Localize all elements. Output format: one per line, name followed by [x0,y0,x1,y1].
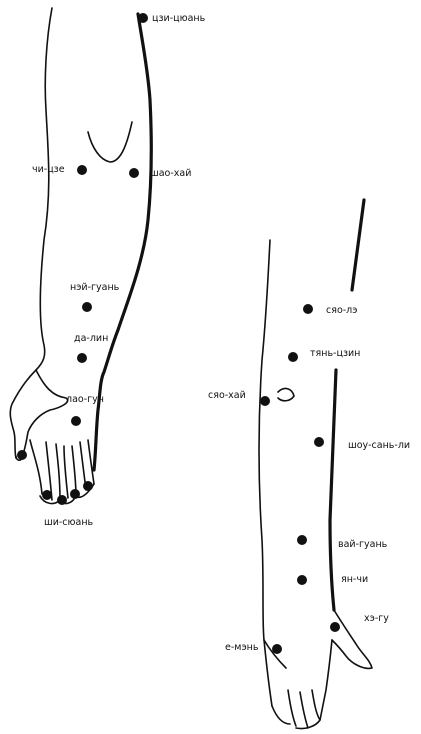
point-e-men [272,644,282,654]
left-arm-finger-1 [29,439,43,495]
point-nei-guan [82,302,92,312]
point-shou-san-li [314,437,324,447]
point-shi-syuan-3 [57,495,67,505]
right-arm-hand [263,639,333,721]
label-shao-hai: шао-хай [150,168,191,179]
label-nei-guan: нэй-гуань [70,282,120,293]
right-arm-fingers [271,689,321,730]
right-arm-right-contour-upper [350,198,366,292]
right-arm-thumb [331,609,373,670]
left-arm-inner-contour [92,12,153,472]
label-da-lin: да-лин [74,333,108,344]
point-czi-cyuan [138,13,148,23]
label-tyan-czin: тянь-цзин [310,348,360,359]
point-syao-le [303,304,313,314]
point-chi-cze [77,165,87,175]
label-chi-cze: чи-цзе [32,164,65,175]
point-shi-syuan-4 [70,489,80,499]
label-e-men: е-мэнь [225,642,259,653]
label-lao-gun: лао-гун [66,394,104,405]
right-arm-left-contour [258,239,273,707]
label-vai-guan: вай-гуань [338,539,388,550]
points-shi-syuan [17,450,93,505]
label-shou-san-li: шоу-сань-ли [348,440,410,451]
right-arm-right-contour-lower [328,368,338,612]
left-arm [9,7,153,505]
label-syao-hai: сяо-хай [208,390,246,401]
label-syao-le: сяо-лэ [326,305,357,316]
left-arm-elbow-crease [87,121,133,163]
point-shao-hai [129,168,139,178]
point-tyan-czin [288,352,298,362]
point-shi-syuan-1 [17,450,27,460]
label-yan-chi: ян-чи [341,574,368,585]
label-he-gu: хэ-гу [364,613,389,624]
point-lao-gun [71,416,81,426]
right-arm [258,198,373,730]
point-shi-syuan-5 [83,481,93,491]
point-he-gu [330,622,340,632]
right-arm-elbow-curl [277,387,295,402]
point-vai-guan [297,535,307,545]
point-yan-chi [297,575,307,585]
label-czi-cyuan: цзи-цюань [152,13,206,24]
left-arm-finger-tips [39,483,95,505]
point-da-lin [77,353,87,363]
point-syao-hai [260,396,270,406]
point-shi-syuan-2 [42,490,52,500]
left-arm-outer-contour [9,7,53,459]
label-shi-syuan: ши-сюань [44,517,94,528]
